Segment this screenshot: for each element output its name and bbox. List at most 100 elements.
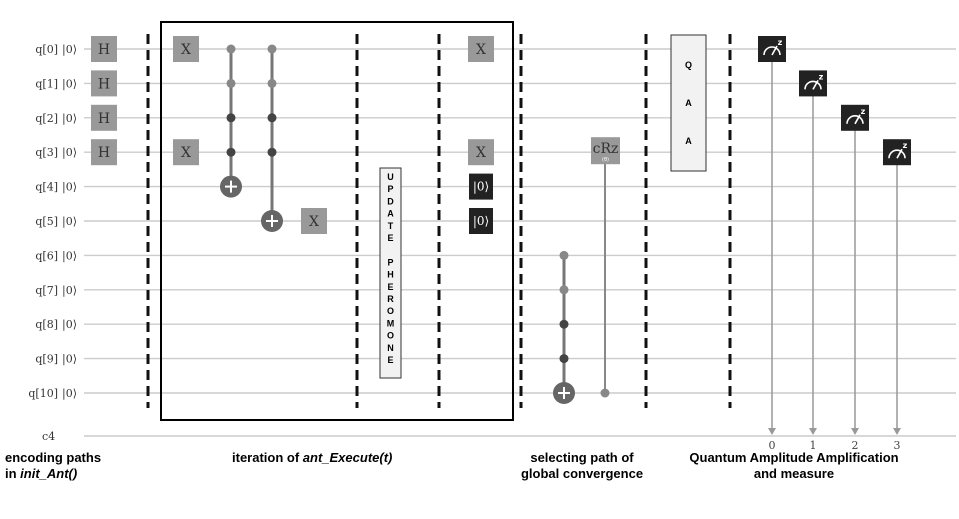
- caption-iteration-prefix: iteration of: [232, 450, 303, 465]
- classical-bit-label: 0: [769, 439, 776, 452]
- update-pheromone-letter: H: [387, 270, 394, 280]
- control-dot: [226, 44, 236, 54]
- x-gate-box: [468, 139, 494, 166]
- qaa-letter: A: [685, 136, 692, 146]
- qubit-ket: |0⟩: [62, 387, 77, 401]
- qubit-ket: |0⟩: [62, 77, 77, 91]
- update-pheromone-letter: E: [387, 282, 393, 292]
- qubit-name: q[6]: [35, 249, 58, 262]
- qaa-letter: A: [685, 98, 692, 108]
- control-dot: [267, 147, 277, 157]
- iteration-box: [160, 21, 514, 421]
- caption-encoding: encoding paths in init_Ant(): [5, 450, 101, 482]
- update-pheromone-letter: P: [387, 184, 393, 194]
- qubit-name: q[3]: [35, 146, 58, 159]
- control-dot: [267, 44, 277, 54]
- update-pheromone-letter: E: [387, 355, 393, 365]
- qubit-name: q[0]: [35, 43, 58, 56]
- x-gate-box: [301, 208, 327, 234]
- update-pheromone-letter: N: [387, 343, 394, 353]
- crz-control-dot: [600, 388, 610, 398]
- control-dot: [226, 113, 236, 123]
- update-pheromone-box: [379, 167, 402, 379]
- update-pheromone-letter: T: [388, 221, 394, 231]
- classical-bit-label: 2: [852, 439, 859, 452]
- qubit-name: q[7]: [35, 284, 58, 297]
- classical-bit-label: 1: [810, 439, 817, 452]
- qubit-name: q[1]: [35, 77, 58, 90]
- measure-gate-box: [883, 139, 911, 166]
- update-pheromone-letter: P: [387, 257, 393, 267]
- qubit-labels: q[0]|0⟩q[1]|0⟩q[2]|0⟩q[3]|0⟩q[4]|0⟩q[5]|…: [28, 43, 77, 443]
- caption-encoding-prefix: in: [5, 466, 21, 481]
- h-gate-label: H: [98, 145, 110, 161]
- meter-icon: [888, 149, 906, 159]
- qubit-ket: |0⟩: [62, 146, 77, 160]
- reset-gate-label: |0⟩: [473, 214, 489, 228]
- control-dot: [559, 250, 569, 260]
- x-gate-box: [173, 139, 199, 166]
- qubit-ket: |0⟩: [62, 284, 77, 298]
- update-pheromone-letter: O: [387, 331, 394, 341]
- barriers: [146, 34, 732, 408]
- control-dot: [559, 285, 569, 295]
- measure-basis-label: z: [861, 107, 866, 116]
- qaa-box: [670, 34, 707, 172]
- qubit-name: q[10]: [28, 387, 58, 400]
- meter-needle-icon: [896, 148, 903, 159]
- classical-register-label: c4: [42, 430, 55, 443]
- meter-icon: [804, 80, 822, 90]
- update-pheromone-letter: M: [387, 318, 395, 328]
- h-gate-box: [91, 36, 117, 62]
- reset-gate-box: [469, 208, 493, 234]
- qubit-name: q[8]: [35, 318, 58, 331]
- h-gate-label: H: [98, 111, 110, 127]
- update-pheromone-letter: E: [387, 233, 393, 243]
- measure-gate-box: [799, 70, 827, 97]
- qubit-ket: |0⟩: [62, 181, 77, 195]
- x-gate-label: X: [476, 42, 486, 58]
- meter-needle-icon: [854, 114, 861, 125]
- qubit-name: q[4]: [35, 181, 58, 194]
- connector-lines: [229, 49, 901, 435]
- caption-qaa-line1: Quantum Amplitude Amplification: [689, 450, 899, 465]
- x-gate-label: X: [476, 145, 486, 161]
- qubit-name: q[5]: [35, 215, 58, 228]
- control-dot: [559, 354, 569, 364]
- caption-encoding-func: init_Ant(): [20, 466, 78, 481]
- measure-basis-label: z: [903, 141, 908, 150]
- meter-needle-icon: [812, 80, 819, 90]
- x-gate-label: X: [181, 145, 191, 161]
- reset-gate-label: |0⟩: [473, 180, 489, 194]
- qubit-ket: |0⟩: [62, 112, 77, 126]
- caption-qaa: Quantum Amplitude Amplification and meas…: [672, 450, 916, 482]
- h-gate-label: H: [98, 76, 110, 92]
- caption-qaa-line2: and measure: [753, 466, 835, 481]
- qubit-ket: |0⟩: [62, 215, 77, 229]
- update-pheromone-letter: R: [387, 294, 394, 304]
- crz-gate-label: cRz: [593, 141, 619, 157]
- update-pheromone-letter: D: [387, 196, 394, 206]
- qaa-letter: Q: [685, 60, 692, 70]
- h-gate-label: H: [98, 42, 110, 58]
- measure-arrow: [768, 428, 776, 435]
- measure-gate-box: [758, 36, 786, 62]
- control-dot: [226, 147, 236, 157]
- control-dot: [267, 113, 277, 123]
- classical-bit-label: 3: [894, 439, 901, 452]
- qubit-ket: |0⟩: [62, 249, 77, 263]
- update-pheromone-letter: O: [387, 306, 394, 316]
- measure-basis-label: z: [778, 38, 783, 47]
- measure-gate-box: [841, 104, 869, 131]
- caption-selecting-line2: global convergence: [520, 466, 644, 481]
- qubit-ket: |0⟩: [62, 43, 77, 57]
- measure-arrow: [851, 428, 859, 435]
- meter-icon: [846, 115, 864, 124]
- caption-selecting: selecting path of global convergence: [512, 450, 652, 482]
- x-gate-box: [468, 36, 494, 62]
- meter-needle-icon: [771, 45, 778, 56]
- crz-gate-box: [591, 137, 620, 165]
